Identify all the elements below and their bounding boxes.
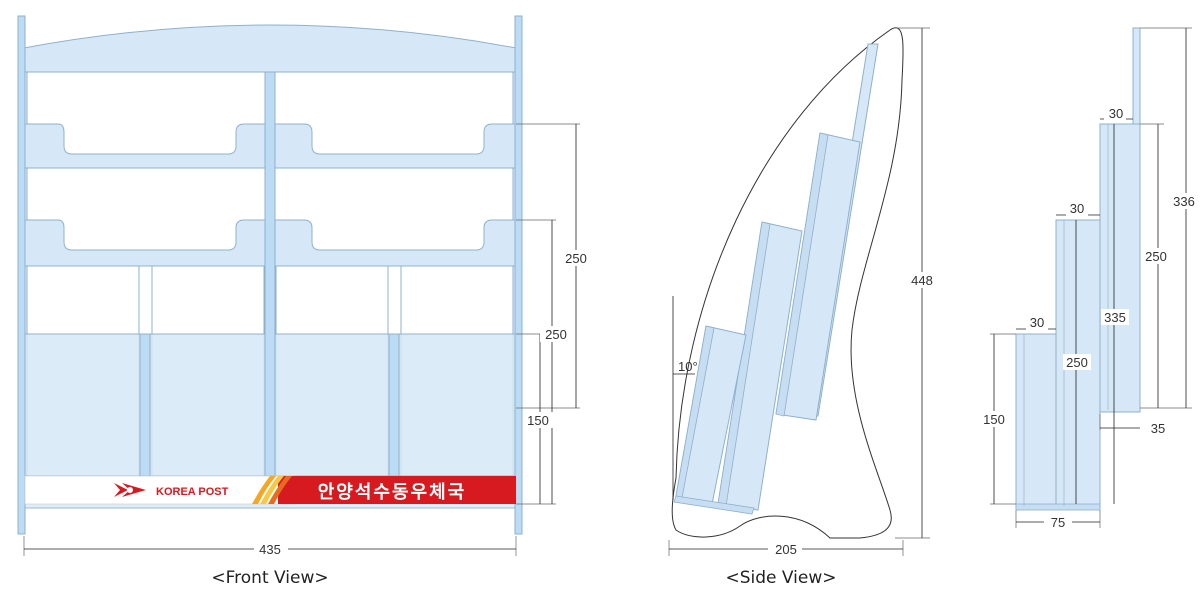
section-height-336-label: 336 (1173, 194, 1195, 209)
front-height-label-middle: 250 (545, 327, 567, 342)
side-view-caption: <Side View> (726, 568, 837, 588)
side-view: 10° 448 205 <Side View> (668, 27, 938, 588)
section-gap-35-label: 35 (1151, 421, 1165, 436)
front-view: KOREA POST 안양석수동우체국 250 250 150 435 <F (17, 15, 592, 588)
front-sign-banner: KOREA POST 안양석수동우체국 (24, 475, 516, 505)
sign-swoosh-2 (260, 476, 284, 504)
front-height-label-upper: 250 (565, 251, 587, 266)
front-width-label: 435 (259, 542, 281, 557)
section-height-335-label: 335 (1104, 310, 1126, 325)
section-depth-label-middle: 30 (1070, 201, 1084, 216)
side-height-label: 448 (911, 273, 933, 288)
section-depth-label-top: 30 (1109, 106, 1123, 121)
side-angle-label: 10° (678, 359, 698, 374)
section-view: 30 30 30 336 250 335 250 150 35 (980, 27, 1200, 530)
sign-brand-text: KOREA POST (156, 486, 229, 498)
section-pocket-bottom (1015, 333, 1057, 509)
section-height-150-label: 150 (983, 412, 1005, 427)
section-depth-label-bottom: 30 (1030, 315, 1044, 330)
front-view-caption: <Front View> (211, 568, 328, 588)
front-divider-center (264, 71, 276, 477)
section-height-250-right-label: 250 (1145, 249, 1167, 264)
side-width-label: 205 (775, 542, 797, 557)
section-base (1015, 503, 1101, 511)
front-dimensions: 250 250 150 435 (23, 123, 592, 557)
side-base-plate (673, 495, 755, 515)
front-arch-header (23, 24, 517, 73)
side-pocket-top-inner (775, 132, 829, 417)
sign-red-panel (278, 476, 516, 504)
section-width-75-label: 75 (1051, 515, 1065, 530)
front-divider-left (139, 333, 151, 477)
front-post-left (17, 15, 26, 535)
sign-swoosh-3 (268, 476, 292, 504)
section-pocket-top (1099, 123, 1141, 413)
korea-post-logo-icon (114, 483, 146, 497)
sign-swoosh-1 (252, 476, 276, 504)
side-outline (671, 27, 904, 539)
sign-office-text: 안양석수동우체국 (318, 482, 466, 503)
front-height-label-lower: 150 (527, 413, 549, 428)
section-height-250-mid-label: 250 (1066, 355, 1088, 370)
front-post-right (514, 15, 523, 535)
front-divider-right (388, 333, 400, 477)
